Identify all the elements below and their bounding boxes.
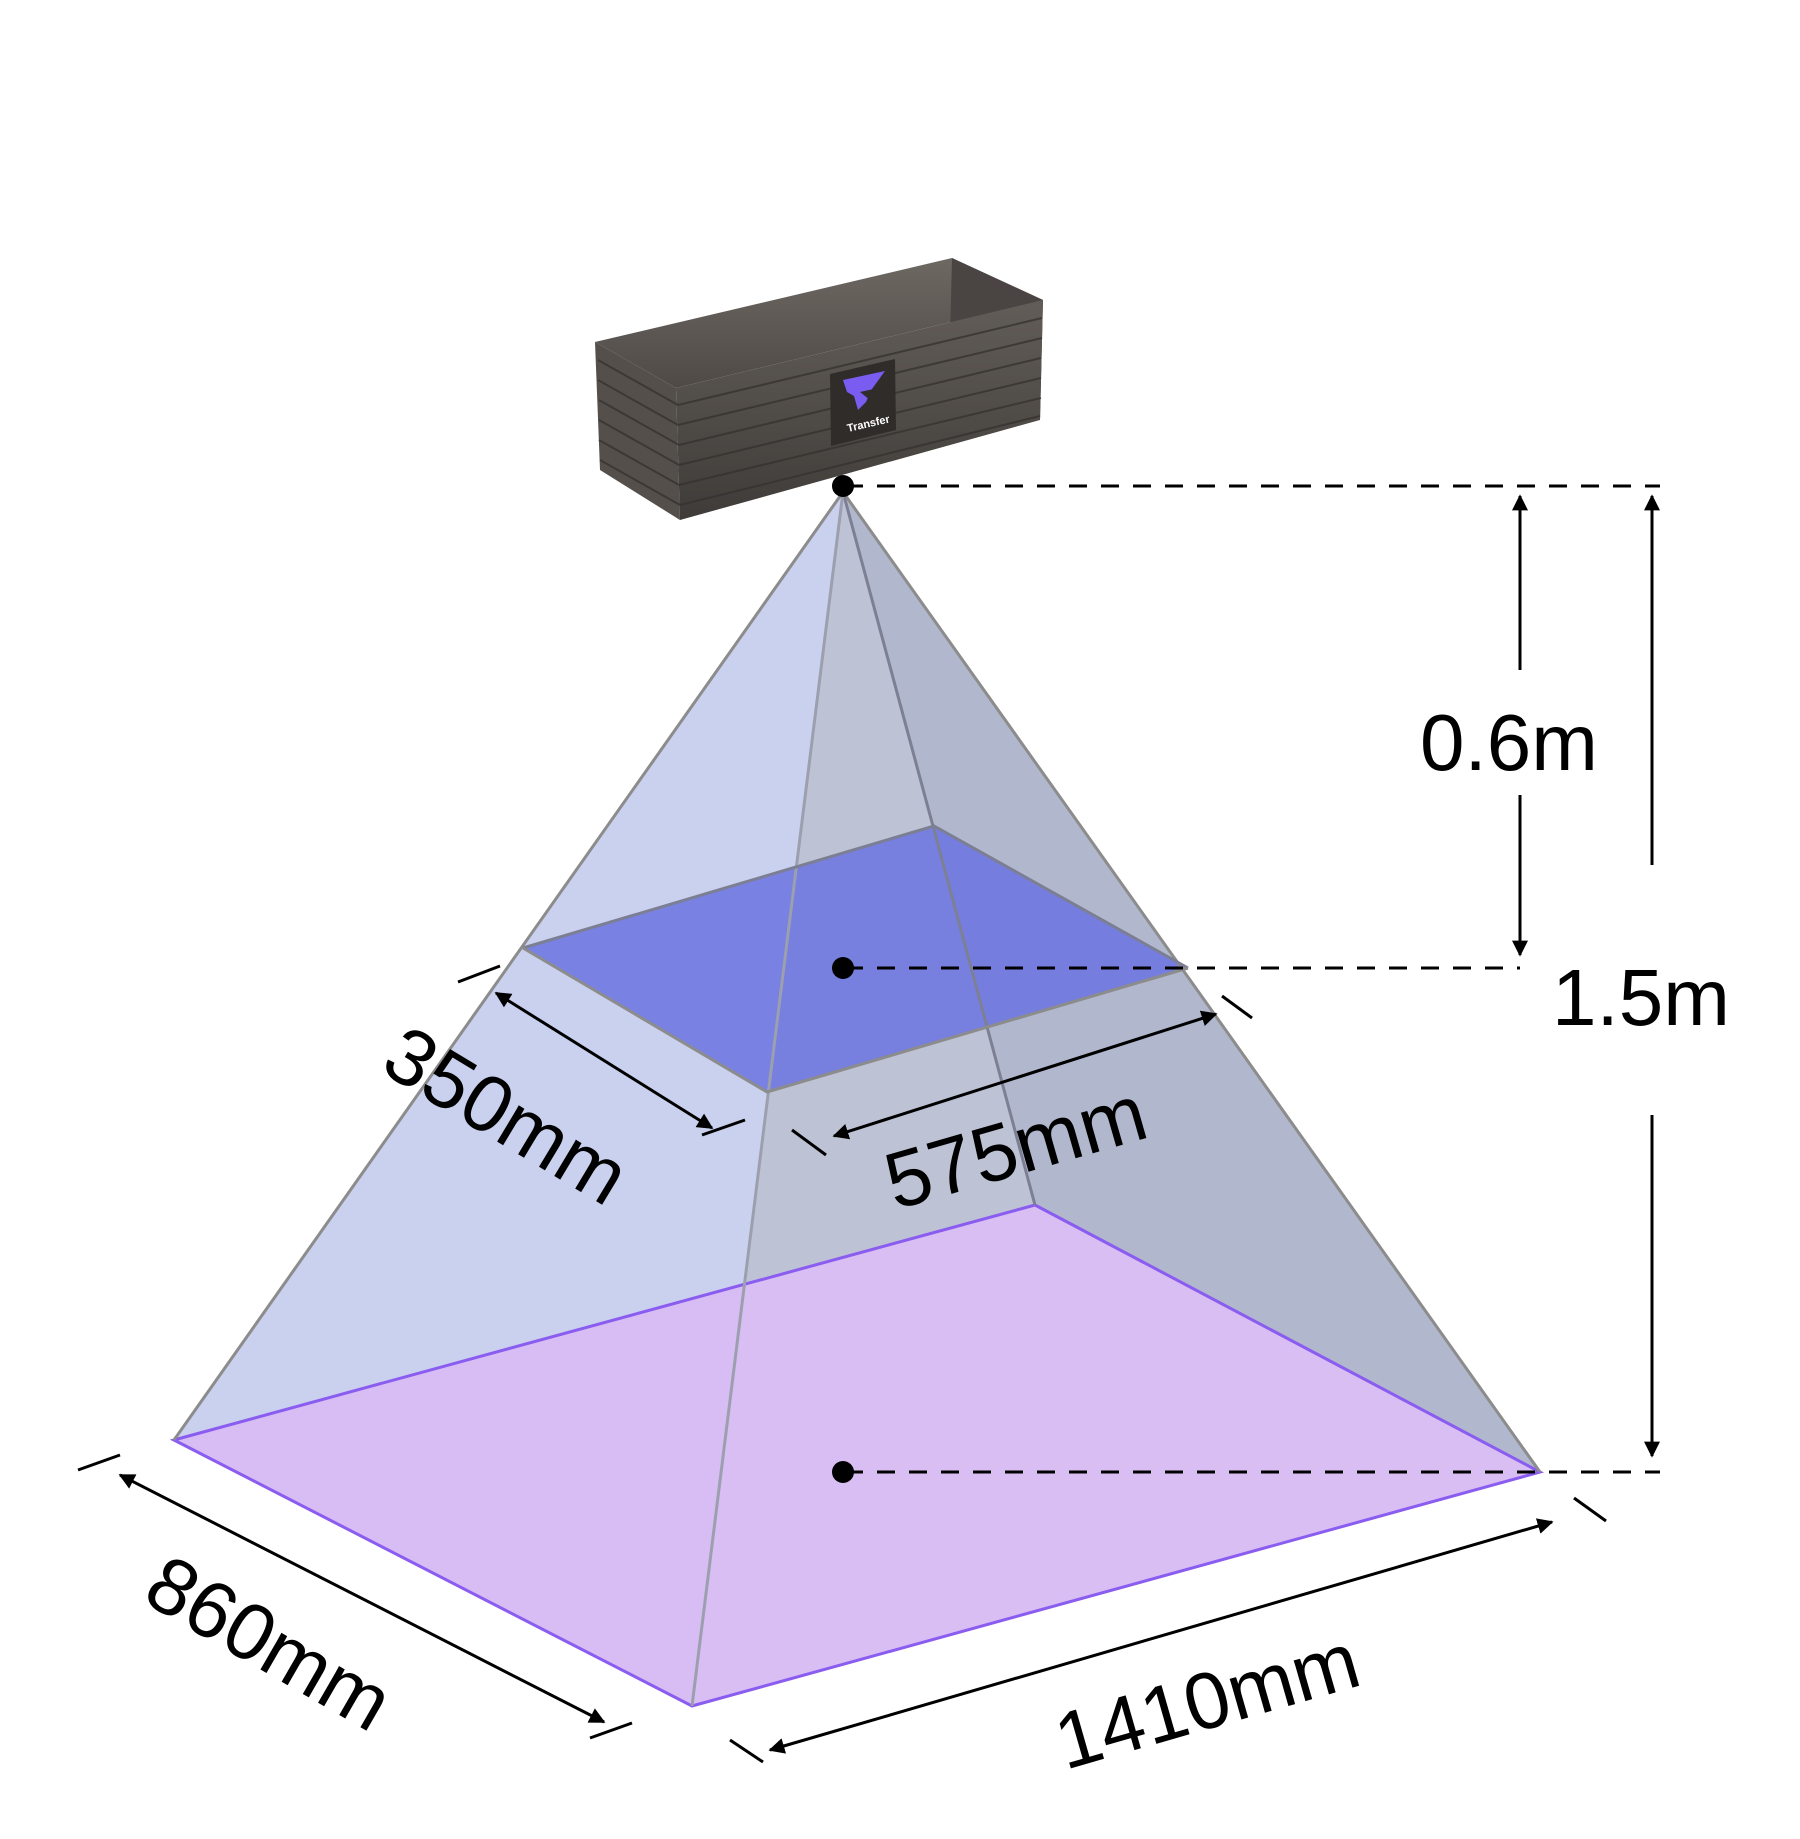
height-arrows	[1512, 494, 1660, 1458]
edge-right	[841, 491, 1542, 1473]
near-dimension-marks	[457, 964, 1253, 1157]
edge-left	[172, 491, 845, 1441]
frustum	[169, 491, 1545, 1708]
far-dimension-marks	[77, 1453, 1607, 1764]
near-center-dot	[832, 957, 854, 979]
camera-center-dot	[832, 475, 854, 497]
camera-front	[595, 342, 680, 520]
logo-icon	[843, 371, 885, 410]
reference-lines	[845, 484, 1660, 1474]
far-depth-arrow	[118, 1473, 606, 1724]
camera-logo: Transfer	[830, 359, 896, 446]
far-center-dot	[832, 1461, 854, 1483]
height-far-label: 1.5m	[1552, 953, 1730, 1042]
far-width-label: 1410mm	[1045, 1615, 1369, 1786]
far-width-arrow	[768, 1518, 1554, 1754]
camera-device: Transfer	[595, 258, 1043, 520]
camera-top	[595, 258, 1043, 388]
near-width-arrow	[832, 1010, 1218, 1140]
far-depth-label: 860mm	[132, 1538, 408, 1748]
near-depth-arrow	[494, 991, 714, 1130]
edge-front	[690, 491, 845, 1707]
height-near-label: 0.6m	[1420, 698, 1598, 787]
near-plane-outline	[522, 824, 1189, 970]
